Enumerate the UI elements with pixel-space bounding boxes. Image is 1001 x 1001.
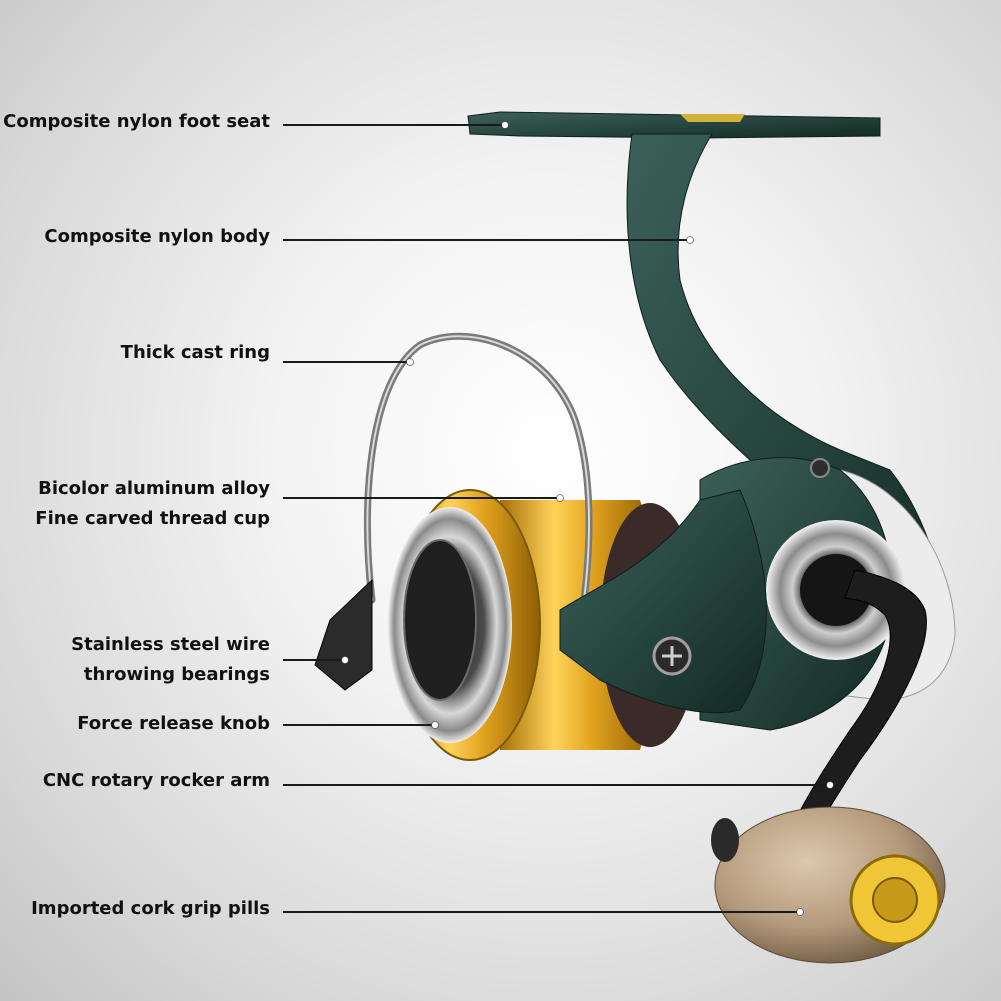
leader-dot-rocker-arm (826, 781, 834, 789)
leader-dot-cork-grip (796, 908, 804, 916)
leader-dot-release-knob (431, 721, 439, 729)
leader-dot-foot-seat (501, 121, 509, 129)
drag-knob (403, 539, 477, 701)
callout-cast-ring: Thick cast ring (120, 342, 270, 363)
leader-dot-thread-cup (556, 494, 564, 502)
line-roller (314, 578, 373, 691)
leader-dot-bearings (341, 656, 349, 664)
rotor-arm (559, 489, 767, 714)
foot-seat-accent (680, 114, 745, 122)
gold-cap-center (872, 877, 918, 923)
callout-foot-seat: Composite nylon foot seat (3, 111, 270, 132)
leader-dot-body (686, 236, 694, 244)
leader-dot-cast-ring (406, 358, 414, 366)
callout-rocker-arm: CNC rotary rocker arm (42, 770, 270, 791)
bail-wire-highlight (366, 335, 591, 616)
callout-body: Composite nylon body (44, 226, 270, 247)
callout-cork-grip: Imported cork grip pills (31, 898, 270, 919)
screw-icon (810, 458, 830, 478)
screw-slot (662, 646, 682, 666)
cork-cap-left (711, 818, 739, 862)
foot-seat-shape (467, 111, 881, 139)
callout-release-knob: Force release knob (77, 713, 270, 734)
